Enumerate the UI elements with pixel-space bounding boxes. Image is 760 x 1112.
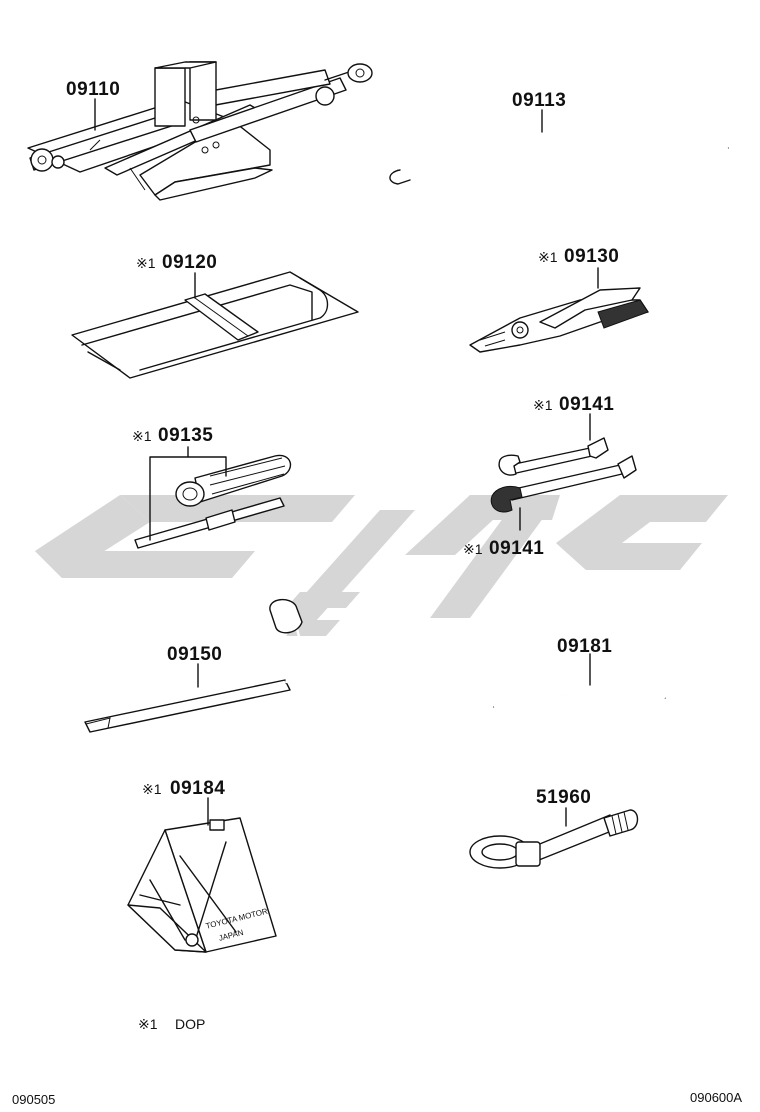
- legend-mark: ※1: [138, 1016, 158, 1032]
- dop-mark-09184: ※1: [142, 781, 162, 797]
- label-09130[interactable]: 09130: [564, 246, 620, 267]
- screwdriver-drawing: [134, 454, 292, 549]
- dop-mark-09135: ※1: [132, 428, 152, 444]
- towing-eye-drawing: [469, 809, 639, 869]
- legend-text: DOP: [175, 1016, 206, 1032]
- label-09113[interactable]: 09113: [512, 90, 567, 111]
- hex-key-drawing: [493, 678, 666, 709]
- jack-handle-drawing: [389, 123, 729, 185]
- dop-mark-09141-lower: ※1: [463, 541, 483, 557]
- label-09135[interactable]: 09135: [158, 425, 214, 446]
- footer-code-right: 090600A: [690, 1090, 743, 1105]
- label-09110[interactable]: 09110: [66, 79, 121, 100]
- pliers-drawing: [469, 287, 649, 353]
- label-09120[interactable]: 09120: [162, 252, 218, 273]
- label-51960[interactable]: 51960: [536, 787, 592, 808]
- tool-bag-drawing: [71, 271, 359, 379]
- label-09141-lower[interactable]: 09141: [489, 538, 545, 559]
- footer-code-left: 090505: [12, 1092, 56, 1107]
- dop-mark-09141-upper: ※1: [533, 397, 553, 413]
- jack-drawing: [27, 61, 373, 201]
- wrench-drawing: [490, 437, 637, 513]
- label-09141-upper[interactable]: 09141: [559, 394, 615, 415]
- label-09150[interactable]: 09150: [167, 644, 223, 665]
- lug-wrench-drawing: [84, 599, 303, 733]
- label-09181[interactable]: 09181: [557, 636, 613, 657]
- label-09184[interactable]: 09184: [170, 778, 226, 799]
- dop-mark-09120: ※1: [136, 255, 156, 271]
- leader-lines: [94, 98, 599, 827]
- watermark-logo: [35, 495, 728, 636]
- dop-mark-09130: ※1: [538, 249, 558, 265]
- wheel-chock-drawing: [127, 817, 277, 953]
